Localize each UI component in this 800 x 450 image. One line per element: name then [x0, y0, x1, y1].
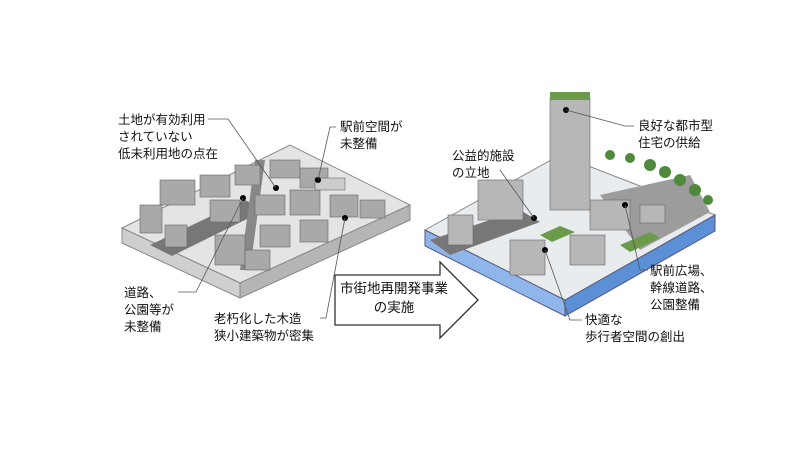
label-line: 老朽化した木造	[214, 311, 302, 326]
label-line: 低未利用地の点在	[118, 146, 219, 161]
label-public-facilities: 公益的施設 の立地	[452, 147, 515, 181]
label-line: 住宅の供給	[638, 135, 701, 150]
label-line: 公園整備	[650, 297, 701, 312]
label-line: 駅前広場、	[650, 263, 713, 278]
label-underused-land: 土地が有効利用 されていない 低未利用地の点在	[118, 111, 218, 162]
label-line: 公益的施設	[452, 148, 515, 163]
after-city-model	[423, 92, 717, 321]
arrow-line: の実施	[373, 300, 415, 316]
before-city-model	[120, 118, 412, 319]
process-arrow	[334, 260, 479, 340]
label-roads-parks: 道路、 公園等が 未整備	[124, 284, 174, 335]
label-line: 公園等が	[124, 302, 175, 317]
label-line: 歩行者空間の創出	[585, 329, 686, 344]
label-line: されていない	[118, 129, 193, 144]
label-housing: 良好な都市型 住宅の供給	[638, 117, 713, 151]
label-line: 幹線道路、	[650, 280, 713, 295]
label-line: 土地が有効利用	[118, 112, 206, 127]
label-line: 未整備	[124, 319, 162, 334]
label-line: 道路、	[124, 285, 162, 300]
label-line: 良好な都市型	[638, 118, 714, 133]
label-station-space: 駅前空間が 未整備	[340, 118, 403, 152]
label-line: の立地	[452, 165, 490, 180]
label-old-wooden-buildings: 老朽化した木造 狭小建築物が密集	[214, 310, 314, 344]
label-line: 駅前空間が	[340, 119, 403, 134]
label-station-plaza: 駅前広場、 幹線道路、 公園整備	[650, 262, 713, 313]
label-line: 狭小建築物が密集	[214, 328, 315, 343]
arrow-line: 市街地再開発事業	[340, 281, 448, 297]
label-line: 未整備	[340, 136, 378, 151]
label-line: 快適な	[585, 312, 623, 327]
label-pedestrian-space: 快適な 歩行者空間の創出	[585, 311, 685, 345]
arrow-label: 市街地再開発事業 の実施	[338, 280, 450, 318]
